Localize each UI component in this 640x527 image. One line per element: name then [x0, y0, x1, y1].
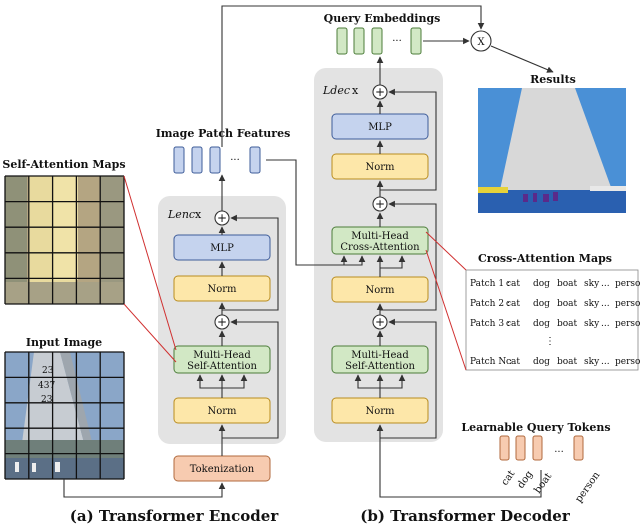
cross-attention-maps-label: Cross-Attention Maps: [478, 252, 612, 265]
cross-attention-word: sky: [584, 279, 600, 289]
cross-attention-word: boat: [557, 319, 578, 329]
cross-attention-word: boat: [557, 279, 578, 289]
cross-attention-word: ...: [601, 279, 610, 289]
sail-number-1: 23: [42, 366, 54, 376]
cross-attention-word: dog: [533, 357, 550, 367]
decoder-norm-mid-text: Norm: [365, 285, 395, 296]
sail-number-2: 437: [38, 381, 55, 391]
decoder-norm-bottom-text: Norm: [365, 406, 395, 417]
cross-attention-patch-label: Patch N :: [470, 357, 512, 367]
query-ellipsis: ···: [392, 36, 402, 47]
cross-attention-word: person: [615, 357, 640, 367]
encoder-norm-top-text: Norm: [207, 284, 237, 295]
encoder-add-bottom-symbol: +: [217, 315, 227, 329]
sail-number-3: 23: [41, 395, 53, 405]
tokenization-text: Tokenization: [190, 464, 255, 475]
multiply-symbol: X: [477, 37, 485, 48]
decoder-repeat-x: x: [352, 84, 359, 97]
cross-attention-word: cat: [506, 279, 520, 289]
decoder-caption: (b) Transformer Decoder: [360, 507, 571, 525]
query-token-person: person: [573, 470, 602, 505]
cross-attention-word: dog: [533, 299, 550, 309]
encoder-mlp-text: MLP: [210, 243, 234, 254]
cross-attention-word: person: [615, 299, 640, 309]
cross-attention-word: dog: [533, 319, 550, 329]
cross-attention-word: sky: [584, 357, 600, 367]
query-token-dog: dog: [515, 469, 535, 491]
encoder-caption: (a) Transformer Encoder: [70, 507, 280, 525]
red-link-lines: [123, 175, 467, 371]
decoder-add-top-symbol: +: [375, 85, 385, 99]
query-token-boat: boat: [532, 471, 554, 496]
encoder-repeat-label: Lenc: [167, 208, 195, 221]
learnable-query-token-boxes: [499, 435, 584, 461]
cross-attention-word: boat: [557, 357, 578, 367]
image-patch-tokens: [173, 146, 261, 174]
results-image: [478, 88, 626, 213]
encoder-repeat-x: x: [195, 208, 202, 221]
cross-attention-patch-label: Patch 2 :: [470, 299, 510, 309]
cross-attention-word: cat: [506, 299, 520, 309]
cross-attention-word: sky: [584, 319, 600, 329]
encoder-self-attention-line1: Multi-Head: [193, 350, 251, 361]
decoder-self-attention-line1: Multi-Head: [351, 350, 409, 361]
encoder-add-top-symbol: +: [217, 211, 227, 225]
decoder-add-bottom-symbol: +: [375, 315, 385, 329]
learnable-query-tokens-label: Learnable Query Tokens: [461, 421, 610, 434]
self-attention-map-image: [4, 175, 125, 305]
decoder-self-attention-line2: Self-Attention: [345, 361, 415, 372]
cross-attention-table: [465, 269, 639, 371]
patch-ellipsis: ···: [230, 155, 240, 166]
decoder-cross-attention-line1: Multi-Head: [351, 231, 409, 242]
self-attention-maps-label: Self-Attention Maps: [2, 158, 125, 171]
cross-attention-word: cat: [506, 357, 520, 367]
decoder-repeat-label: Ldec: [322, 84, 350, 97]
cross-attention-word: boat: [557, 299, 578, 309]
cross-attention-word: ...: [601, 357, 610, 367]
encoder-norm-bottom-text: Norm: [207, 406, 237, 417]
query-embedding-tokens: [336, 27, 422, 55]
decoder-norm-top-text: Norm: [365, 162, 395, 173]
decoder-mlp-text: MLP: [368, 122, 392, 133]
cross-attention-word: sky: [584, 299, 600, 309]
encoder-self-attention-line2: Self-Attention: [187, 361, 257, 372]
cross-attention-patch-label: Patch 1 :: [470, 279, 510, 289]
decoder-connectors: [221, 5, 554, 498]
cross-attention-word: ...: [601, 319, 610, 329]
results-label: Results: [530, 73, 576, 86]
cross-attention-word: cat: [506, 319, 520, 329]
encoder-connectors: [63, 174, 279, 498]
cross-attention-word: dog: [533, 279, 550, 289]
query-embeddings-label: Query Embeddings: [324, 12, 441, 25]
decoder-add-mid-symbol: +: [375, 197, 385, 211]
cross-attention-vdots: ⋮: [545, 336, 555, 347]
multiply-node: [470, 30, 492, 52]
decoder-cross-attention-line2: Cross-Attention: [340, 242, 420, 253]
input-image: 23 437 23: [4, 351, 125, 480]
query-token-ellipsis: ...: [554, 444, 564, 455]
cross-attention-word: person: [615, 279, 640, 289]
image-patch-features-label: Image Patch Features: [156, 127, 291, 140]
cross-attention-word: ...: [601, 299, 610, 309]
cross-attention-patch-label: Patch 3 :: [470, 319, 510, 329]
input-image-label: Input Image: [26, 336, 102, 349]
cross-attention-word: person: [615, 319, 640, 329]
